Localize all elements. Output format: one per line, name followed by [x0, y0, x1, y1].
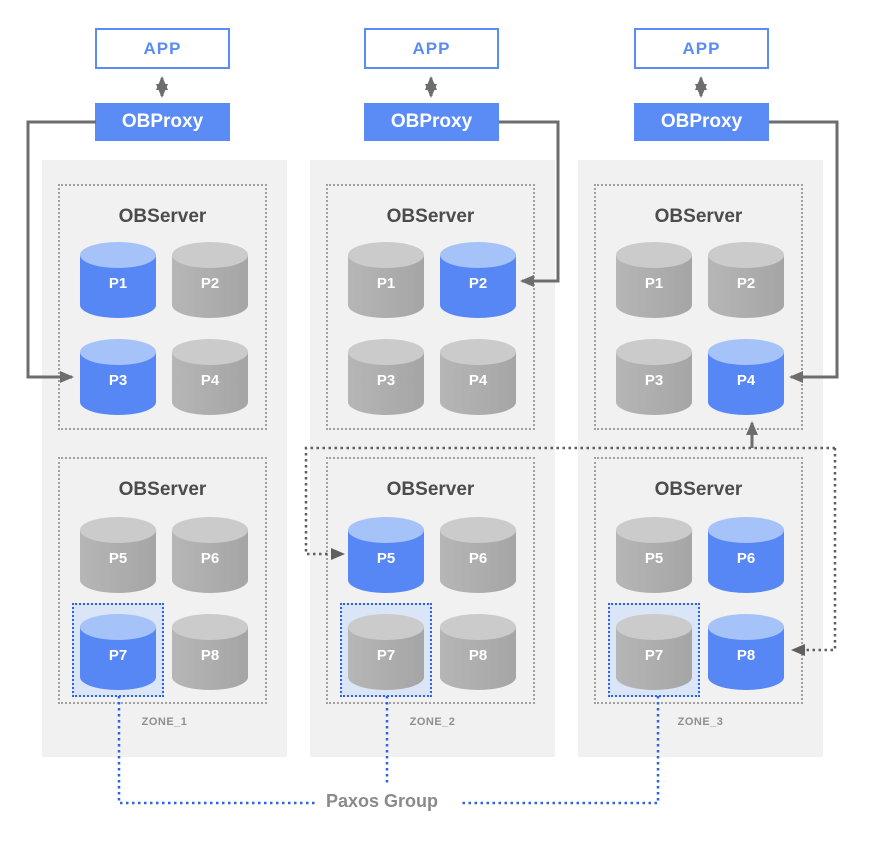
partition-cylinder: P1	[80, 242, 156, 318]
partition-label: P8	[200, 647, 220, 664]
partition-label: P3	[644, 372, 664, 389]
partition-label: P6	[200, 550, 220, 567]
cylinder-top-ellipse	[172, 339, 248, 365]
cylinder-top-ellipse	[80, 339, 156, 365]
partition-cylinder: P6	[172, 517, 248, 593]
partition-label: P1	[108, 275, 128, 292]
cylinder-top-ellipse	[172, 242, 248, 268]
partition-cylinder: P2	[708, 242, 784, 318]
paxos-group-label: Paxos Group	[325, 791, 439, 811]
zone-name-label: ZONE_3	[677, 716, 724, 728]
partition-label: P4	[200, 372, 220, 389]
cylinder-top-ellipse	[440, 517, 516, 543]
partition-cylinder: P2	[172, 242, 248, 318]
partition-label: P7	[376, 647, 396, 664]
cylinder-top-ellipse	[616, 517, 692, 543]
partition-cylinder: P2	[440, 242, 516, 318]
cylinder-top-ellipse	[708, 517, 784, 543]
partition-cylinder: P3	[616, 339, 692, 415]
cylinder-top-ellipse	[708, 614, 784, 640]
zone-2-container: OBServer P1 P2 P3 P4 OBServer P5 P6 P7 P…	[310, 160, 555, 757]
observer-box: OBServer P5 P6 P7 P8	[58, 457, 267, 704]
cylinder-top-ellipse	[348, 614, 424, 640]
partition-label: P2	[200, 275, 220, 292]
observer-title: OBServer	[654, 206, 743, 227]
partition-cylinder: P4	[440, 339, 516, 415]
observer-box: OBServer P5 P6 P7 P8	[594, 457, 803, 704]
obproxy-box-zone1: OBProxy	[95, 103, 230, 141]
partition-cylinder: P5	[616, 517, 692, 593]
partition-cylinder: P7	[80, 614, 156, 690]
observer-box: OBServer P1 P2 P3 P4	[58, 184, 267, 430]
obproxy-box-zone2: OBProxy	[364, 103, 499, 141]
cylinder-top-ellipse	[348, 517, 424, 543]
cylinder-top-ellipse	[80, 614, 156, 640]
partition-cylinder: P7	[348, 614, 424, 690]
partition-label: P7	[108, 647, 128, 664]
partition-cylinder: P6	[708, 517, 784, 593]
partition-cylinder: P5	[348, 517, 424, 593]
partition-cylinder: P4	[708, 339, 784, 415]
partition-cylinder: P6	[440, 517, 516, 593]
partition-label: P6	[736, 550, 756, 567]
cylinder-top-ellipse	[708, 339, 784, 365]
cylinder-top-ellipse	[440, 614, 516, 640]
partition-label: P4	[468, 372, 488, 389]
partition-label: P8	[468, 647, 488, 664]
partition-label: P1	[376, 275, 396, 292]
partition-cylinder: P8	[172, 614, 248, 690]
app-box-zone2: APP	[364, 28, 499, 69]
partition-cylinder: P8	[708, 614, 784, 690]
partition-cylinder: P1	[616, 242, 692, 318]
partition-label: P2	[736, 275, 756, 292]
observer-box: OBServer P1 P2 P3 P4	[594, 184, 803, 430]
partition-label: P7	[644, 647, 664, 664]
partition-label: P3	[108, 372, 128, 389]
partition-label: P5	[644, 550, 664, 567]
obproxy-box-zone3: OBProxy	[634, 103, 769, 141]
cylinder-top-ellipse	[172, 517, 248, 543]
observer-title: OBServer	[118, 479, 207, 500]
cylinder-top-ellipse	[440, 242, 516, 268]
partition-label: P4	[736, 372, 756, 389]
partition-cylinder: P4	[172, 339, 248, 415]
observer-title: OBServer	[654, 479, 743, 500]
partition-label: P6	[468, 550, 488, 567]
cylinder-top-ellipse	[348, 242, 424, 268]
partition-cylinder: P7	[616, 614, 692, 690]
observer-title: OBServer	[386, 206, 475, 227]
partition-label: P1	[644, 275, 664, 292]
cylinder-top-ellipse	[616, 339, 692, 365]
zone-3-container: OBServer P1 P2 P3 P4 OBServer P5 P6 P7 P…	[578, 160, 823, 757]
partition-label: P8	[736, 647, 756, 664]
cylinder-top-ellipse	[80, 517, 156, 543]
partition-cylinder: P1	[348, 242, 424, 318]
observer-title: OBServer	[386, 479, 475, 500]
cylinder-top-ellipse	[348, 339, 424, 365]
zone-1-container: OBServer P1 P2 P3 P4 OBServer P5 P6 P7 P…	[42, 160, 287, 757]
zone-name-label: ZONE_2	[409, 716, 456, 728]
app-box-zone3: APP	[634, 28, 769, 69]
observer-box: OBServer P1 P2 P3 P4	[326, 184, 535, 430]
zone-name-label: ZONE_1	[141, 716, 188, 728]
observer-title: OBServer	[118, 206, 207, 227]
partition-label: P5	[108, 550, 128, 567]
cylinder-top-ellipse	[172, 614, 248, 640]
partition-cylinder: P3	[80, 339, 156, 415]
cylinder-top-ellipse	[616, 614, 692, 640]
app-box-zone1: APP	[95, 28, 230, 69]
partition-label: P5	[376, 550, 396, 567]
partition-cylinder: P5	[80, 517, 156, 593]
cylinder-top-ellipse	[440, 339, 516, 365]
cylinder-top-ellipse	[616, 242, 692, 268]
partition-label: P2	[468, 275, 488, 292]
partition-label: P3	[376, 372, 396, 389]
cylinder-top-ellipse	[80, 242, 156, 268]
observer-box: OBServer P5 P6 P7 P8	[326, 457, 535, 704]
partition-cylinder: P3	[348, 339, 424, 415]
partition-cylinder: P8	[440, 614, 516, 690]
cylinder-top-ellipse	[708, 242, 784, 268]
